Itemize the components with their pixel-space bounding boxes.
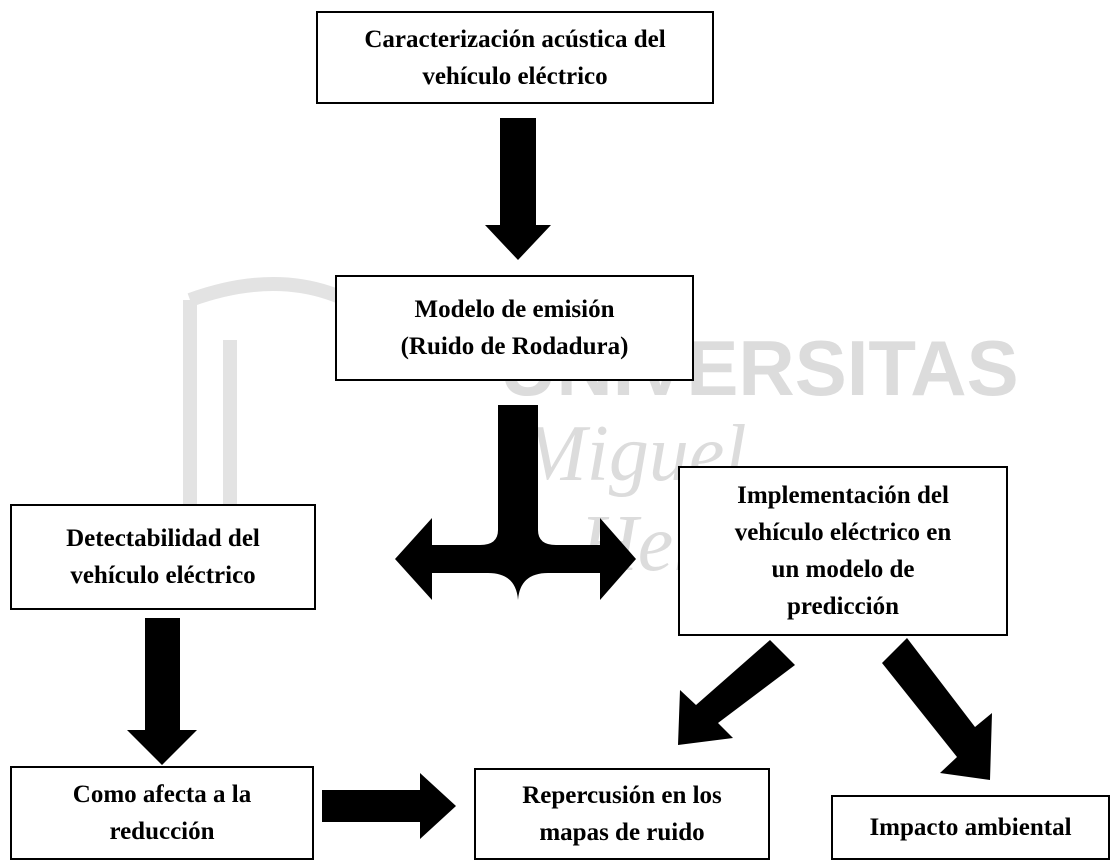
box-modelo-emision: Modelo de emisión (Ruido de Rodadura): [335, 275, 694, 381]
arrow-diagonal-down-right: [882, 638, 992, 780]
box-caracterizacion: Caracterización acústica del vehículo el…: [316, 11, 714, 104]
split-double-arrow: [395, 405, 636, 600]
box-implementacion-line-2: vehículo eléctrico en: [734, 519, 952, 546]
arrow-diagonal-down-left: [678, 640, 795, 745]
box-impacto-ambiental: Impacto ambiental: [831, 795, 1110, 860]
box-impacto-line-1: Impacto ambiental: [869, 814, 1072, 841]
box-implementacion-line-3: un modelo de: [771, 556, 915, 583]
arrow-right-bottom: [322, 773, 456, 839]
box-modelo-line-1: Modelo de emisión: [414, 296, 615, 323]
box-detectabilidad-line-2: vehículo eléctrico: [70, 562, 256, 589]
box-implementacion-line-1: Implementación del: [737, 482, 949, 509]
box-implementacion-line-4: predicción: [786, 593, 900, 620]
box-detectabilidad-line-1: Detectabilidad del: [66, 525, 260, 552]
box-repercusion-line-2: mapas de ruido: [539, 819, 705, 846]
box-detectabilidad: Detectabilidad del vehículo eléctrico: [10, 504, 316, 610]
box-como-afecta: Como afecta a la reducción: [10, 766, 314, 860]
arrow-down-top: [485, 118, 551, 260]
box-implementacion: Implementación del vehículo eléctrico en…: [678, 466, 1008, 636]
box-repercusion: Repercusión en los mapas de ruido: [474, 768, 770, 860]
box-repercusion-line-1: Repercusión en los: [522, 782, 722, 809]
box-modelo-line-2: (Ruido de Rodadura): [400, 333, 629, 360]
arrow-down-left: [127, 618, 197, 765]
box-caracterizacion-line-2: vehículo eléctrico: [422, 62, 608, 90]
box-como-afecta-line-2: reducción: [109, 818, 215, 845]
box-caracterizacion-line-1: Caracterización acústica del: [364, 25, 666, 53]
box-como-afecta-line-1: Como afecta a la: [72, 781, 252, 808]
